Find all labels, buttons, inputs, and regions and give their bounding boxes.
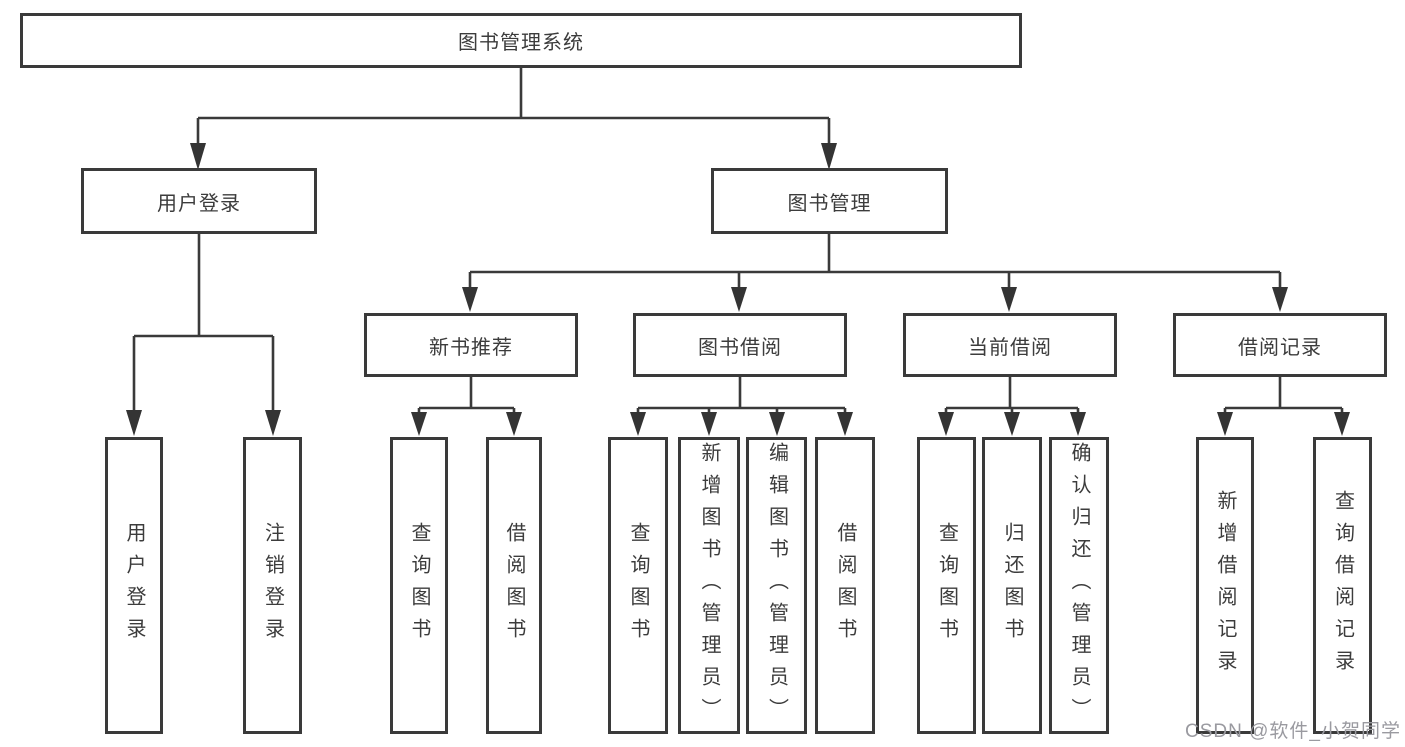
leaf-borrow-borrow-books: 借阅图书 [815, 437, 875, 734]
arrow-down-icon [1217, 412, 1233, 436]
node-label: 图书管理系统 [458, 32, 584, 54]
leaf-current-query-books: 查询图书 [917, 437, 976, 734]
leaf-current-confirm-return-admin: 确认归还（管理员） [1049, 437, 1109, 734]
leaf-borrow-query-books: 查询图书 [608, 437, 668, 734]
arrow-down-icon [265, 410, 281, 436]
arrow-down-icon [506, 412, 522, 436]
node-new-book-recommendation: 新书推荐 [364, 313, 578, 377]
arrow-down-icon [1334, 412, 1350, 436]
arrow-down-icon [462, 287, 478, 312]
arrow-down-icon [769, 412, 785, 436]
connector-line [944, 377, 1080, 414]
node-label: 借阅记录 [1238, 336, 1322, 359]
arrow-down-icon [190, 143, 206, 170]
connector-line [468, 234, 1282, 290]
node-label: 新增借阅记录 [1214, 489, 1236, 682]
arrow-down-icon [837, 412, 853, 436]
leaf-records-query-record: 查询借阅记录 [1313, 437, 1372, 734]
node-borrowing-records: 借阅记录 [1173, 313, 1387, 377]
arrow-down-icon [1001, 287, 1017, 312]
node-current-borrowing: 当前借阅 [903, 313, 1117, 377]
leaf-current-return-books: 归还图书 [982, 437, 1042, 734]
connector-line [132, 234, 275, 412]
node-label: 图书借阅 [698, 336, 782, 359]
node-label: 确认归还（管理员） [1068, 441, 1090, 730]
arrow-down-icon [1004, 412, 1020, 436]
arrow-down-icon [1070, 412, 1086, 436]
node-label: 归还图书 [1001, 521, 1023, 650]
connector-line [196, 68, 831, 145]
node-label: 图书管理 [787, 192, 872, 215]
node-label: 借阅图书 [503, 521, 525, 650]
leaf-logout: 注销登录 [243, 437, 302, 734]
node-library-management-system: 图书管理系统 [20, 13, 1022, 68]
node-label: 用户登录 [157, 192, 241, 215]
node-user-login: 用户登录 [81, 168, 317, 234]
node-label: 编辑图书（管理员） [765, 441, 788, 730]
node-label: 当前借阅 [968, 336, 1052, 359]
arrow-down-icon [821, 143, 837, 170]
leaf-records-add-record: 新增借阅记录 [1196, 437, 1254, 734]
node-label: 查询图书 [408, 521, 430, 650]
arrow-down-icon [411, 412, 427, 436]
arrow-down-icon [630, 412, 646, 436]
node-label: 新书推荐 [429, 336, 513, 359]
arrow-down-icon [938, 412, 954, 436]
leaf-borrow-add-books-admin: 新增图书（管理员） [678, 437, 740, 734]
leaf-user-login: 用户登录 [105, 437, 163, 734]
connector-line [636, 377, 847, 414]
watermark: CSDN @软件_小贺同学 [1185, 721, 1401, 742]
arrow-down-icon [126, 410, 142, 436]
arrow-down-icon [731, 287, 747, 312]
node-label: 借阅图书 [834, 521, 856, 650]
connector-line [417, 377, 516, 414]
node-label: 用户登录 [123, 521, 145, 650]
node-label: 新增图书（管理员） [698, 441, 720, 730]
leaf-borrow-edit-books-admin: 编辑图书（管理员） [746, 437, 807, 734]
node-label: 查询图书 [935, 521, 958, 650]
arrow-down-icon [1272, 287, 1288, 312]
node-label: 查询借阅记录 [1331, 489, 1354, 682]
connector-line [1223, 377, 1344, 414]
node-book-management: 图书管理 [711, 168, 948, 234]
arrow-down-icon [701, 412, 717, 436]
node-label: 注销登录 [261, 521, 284, 650]
leaf-rec-borrow-books: 借阅图书 [486, 437, 542, 734]
node-book-borrowing: 图书借阅 [633, 313, 847, 377]
leaf-rec-query-books: 查询图书 [390, 437, 448, 734]
node-label: 查询图书 [627, 521, 649, 650]
